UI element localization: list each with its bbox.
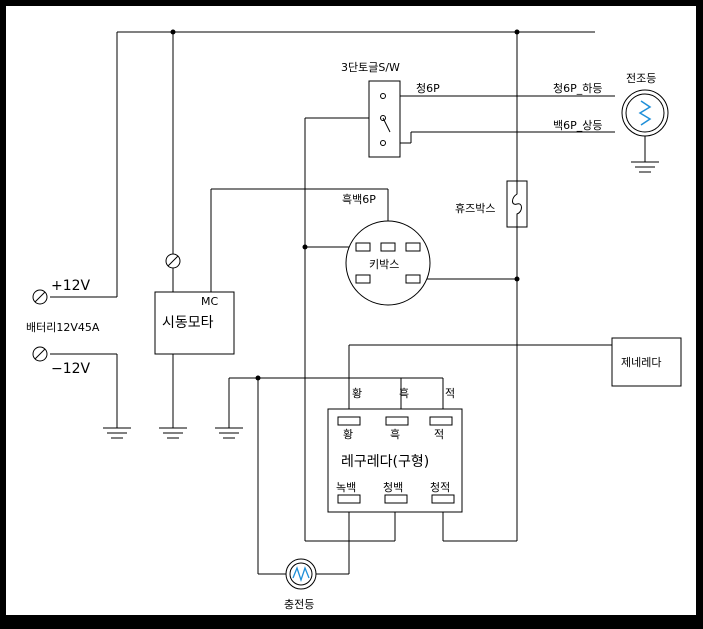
diagram-canvas xyxy=(6,6,696,615)
regulator-label: 레구레다(구형) xyxy=(341,454,429,470)
junction-dot xyxy=(255,375,261,381)
plus12-label: +12V xyxy=(51,278,91,294)
black-white-label: 흑백6P xyxy=(342,192,376,206)
reg-blue-red-label: 청적 xyxy=(430,481,450,494)
reg-in-black-label: 흑 xyxy=(390,427,400,441)
charge-lamp-label: 충전등 xyxy=(284,598,314,611)
junction-dot xyxy=(514,276,520,282)
ground-icon xyxy=(103,427,131,439)
fuse-box-label: 휴즈박스 xyxy=(455,202,495,215)
toggle-switch xyxy=(368,80,401,158)
sw-blue-label: 청6P xyxy=(416,82,440,95)
generator-label: 제네레다 xyxy=(621,356,661,369)
switch-title-label: 3단토글S/W xyxy=(341,61,400,74)
junction-dot xyxy=(170,29,176,35)
lamp-blue-low-label: 청6P_하등 xyxy=(553,81,603,95)
junction-dots xyxy=(170,29,520,381)
key-box xyxy=(345,220,431,306)
ground-icon xyxy=(631,161,659,173)
starter-terminal-icon xyxy=(165,253,181,269)
battery-label: 배터리12V45A xyxy=(26,321,100,334)
key-box-label: 키박스 xyxy=(369,258,399,271)
charge-lamp-icon xyxy=(285,558,317,590)
reg-in-red-label: 적 xyxy=(434,428,444,441)
junction-dot xyxy=(514,29,520,35)
junction-dot xyxy=(302,244,308,250)
reg-blue-white-label: 청백 xyxy=(383,481,403,494)
reg-top-black-label: 흑 xyxy=(399,386,409,400)
reg-green-white-label: 녹백 xyxy=(336,481,356,494)
reg-top-red-label: 적 xyxy=(445,387,455,400)
generator-box xyxy=(611,337,682,387)
minus12-label: −12V xyxy=(51,361,91,377)
mc-label: MC xyxy=(201,295,218,308)
headlamp-label: 전조등 xyxy=(626,72,656,85)
lamp-white-high-label: 백6P_상등 xyxy=(553,119,603,132)
battery-plus-terminal xyxy=(32,289,48,305)
reg-in-yellow-label: 황 xyxy=(343,428,353,441)
starter-motor-box xyxy=(154,291,235,355)
headlamp-icon xyxy=(621,89,669,137)
regulator-box xyxy=(327,408,463,513)
battery-minus-terminal xyxy=(32,346,48,362)
fuse-box xyxy=(506,180,528,228)
ground-icon xyxy=(159,427,187,439)
starter-motor-label: 시동모타 xyxy=(162,315,214,331)
ground-icon xyxy=(215,427,243,439)
reg-top-yellow-label: 황 xyxy=(352,387,362,400)
ground-icons xyxy=(103,161,659,439)
